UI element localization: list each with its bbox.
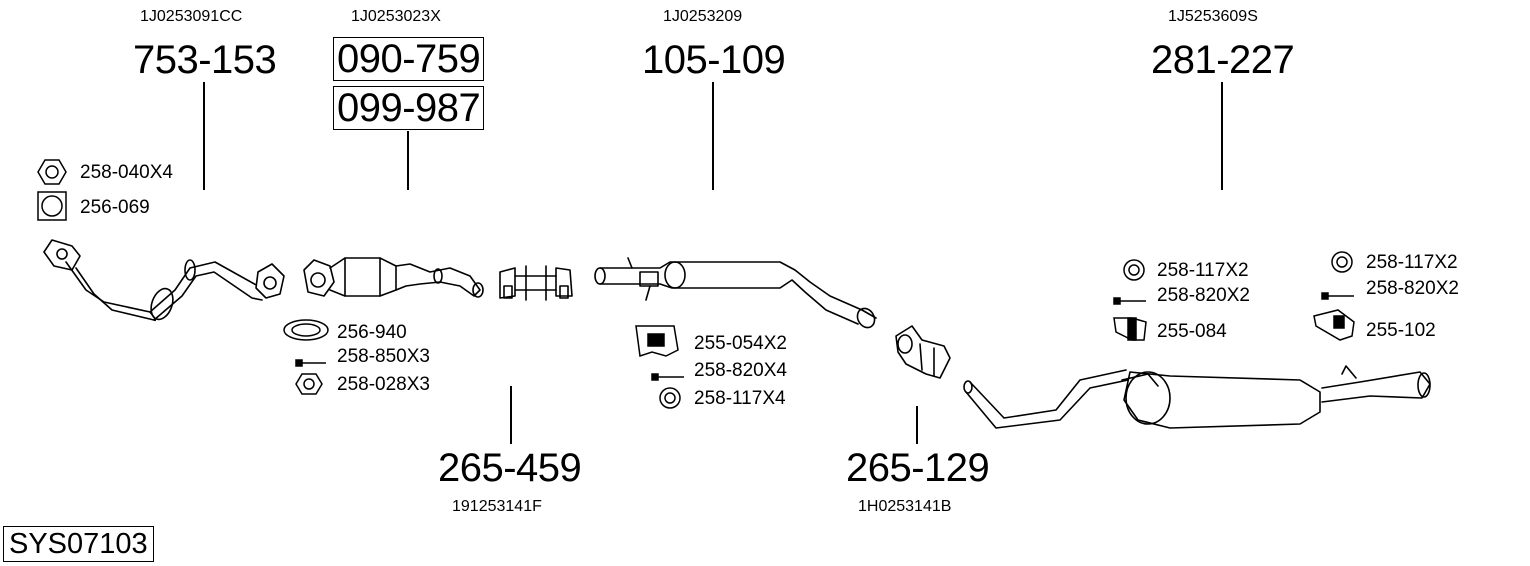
oem-number-label: 1J5253609S bbox=[1168, 8, 1258, 25]
accessory-label: 256-069 bbox=[80, 197, 150, 218]
oem-number-label: 1J0253209 bbox=[663, 8, 743, 25]
leader-line bbox=[407, 131, 409, 190]
part-number-label: 105-109 bbox=[642, 38, 786, 82]
front-pipe-drawing bbox=[43, 239, 285, 322]
accessory-label: 258-117X2 bbox=[1366, 252, 1458, 273]
accessory-label: 255-102 bbox=[1366, 320, 1436, 341]
accessory-label: 258-117X2 bbox=[1157, 260, 1249, 281]
catalytic-converter-drawing bbox=[303, 257, 484, 298]
leader-line bbox=[203, 82, 205, 190]
accessory-label: 255-084 bbox=[1157, 321, 1227, 342]
oem-number-label: 1H0253141B bbox=[858, 498, 952, 515]
leader-line bbox=[1221, 82, 1223, 190]
accessory-label: 258-850X3 bbox=[337, 346, 430, 367]
bolt-icon bbox=[295, 359, 326, 367]
accessory-label: 258-040X4 bbox=[80, 162, 173, 183]
part-number-label: 265-459 bbox=[438, 446, 582, 490]
clamp-drawing bbox=[499, 265, 573, 301]
accessory-label: 258-820X2 bbox=[1157, 285, 1250, 306]
bolt-icon bbox=[1321, 292, 1354, 300]
middle-silencer-drawing bbox=[594, 257, 877, 329]
connector-drawing bbox=[895, 325, 951, 379]
oem-number-label: 1J0253023X bbox=[351, 8, 441, 25]
accessory-label: 255-054X2 bbox=[694, 333, 787, 354]
accessory-label: 256-940 bbox=[337, 322, 407, 343]
part-number-label: 281-227 bbox=[1151, 38, 1295, 82]
leader-line bbox=[916, 406, 918, 444]
bolt-icon bbox=[1113, 297, 1146, 305]
part-number-label: 265-129 bbox=[846, 446, 990, 490]
system-code-label: SYS07103 bbox=[3, 526, 154, 562]
oem-number-label: 191253141F bbox=[452, 498, 542, 515]
oem-number-label: 1J0253091CC bbox=[140, 8, 243, 25]
leader-line bbox=[510, 386, 512, 444]
leader-line bbox=[712, 82, 714, 190]
accessory-label: 258-117X4 bbox=[694, 388, 786, 409]
part-number-label: 090-759 bbox=[333, 37, 485, 81]
accessory-label: 258-820X4 bbox=[694, 360, 787, 381]
part-number-label: 099-987 bbox=[333, 86, 485, 130]
accessory-label: 258-820X2 bbox=[1366, 278, 1459, 299]
part-number-label: 753-153 bbox=[133, 38, 277, 82]
bolt-icon bbox=[651, 373, 684, 381]
rear-silencer-drawing bbox=[963, 365, 1431, 429]
accessory-label: 258-028X3 bbox=[337, 374, 430, 395]
